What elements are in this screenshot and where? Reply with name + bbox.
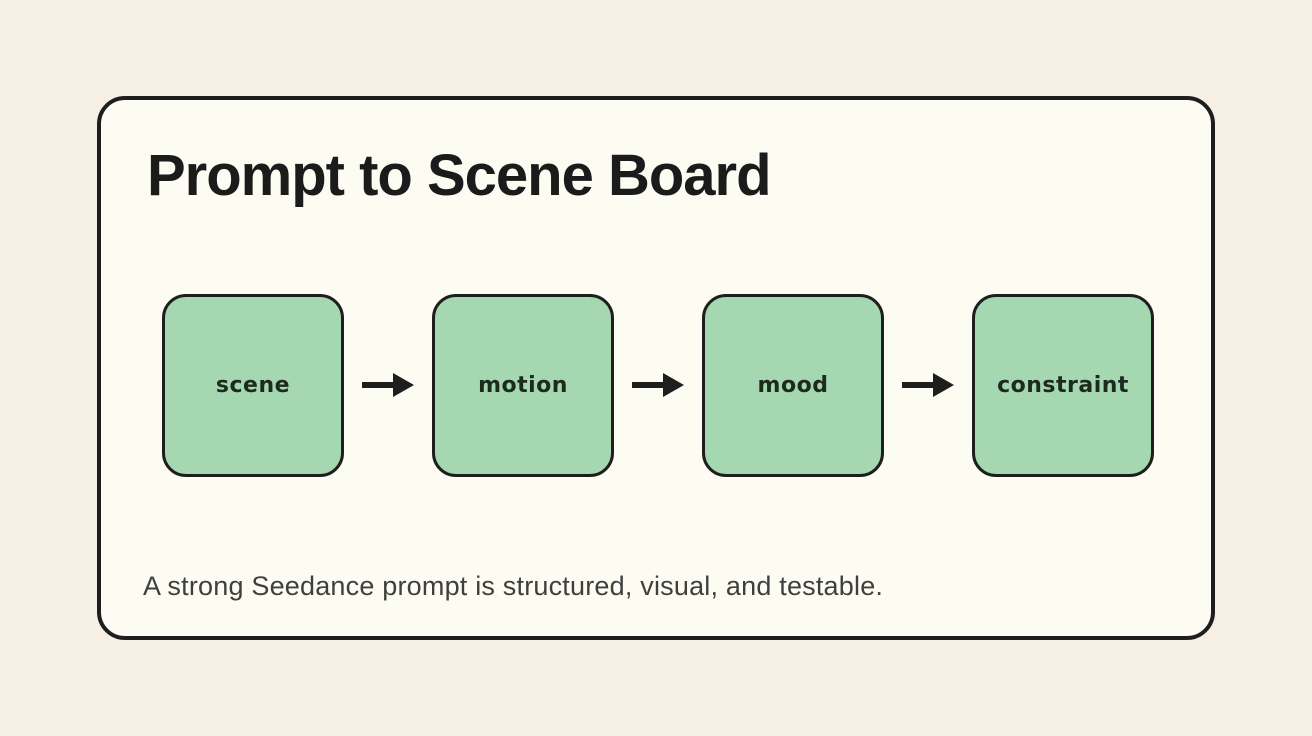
flow-node-label: mood bbox=[757, 372, 829, 398]
caption-text: A strong Seedance prompt is structured, … bbox=[143, 570, 884, 601]
arrow-right-icon bbox=[344, 371, 432, 399]
flow-node-label: motion bbox=[478, 372, 568, 398]
flow-node-label: scene bbox=[215, 372, 291, 398]
arrow-right-icon bbox=[884, 371, 972, 399]
prompt-board-card: Prompt to Scene Board scene motion mood bbox=[97, 96, 1215, 640]
flow-node-constraint: constraint bbox=[972, 293, 1154, 477]
page-title: Prompt to Scene Board bbox=[147, 143, 772, 208]
flow-diagram: scene motion mood co bbox=[162, 293, 1167, 477]
flow-node-scene: scene bbox=[162, 293, 344, 477]
flow-node-motion: motion bbox=[432, 293, 614, 477]
flow-node-label: constraint bbox=[997, 372, 1129, 398]
flow-node-mood: mood bbox=[702, 293, 884, 477]
arrow-right-icon bbox=[614, 371, 702, 399]
